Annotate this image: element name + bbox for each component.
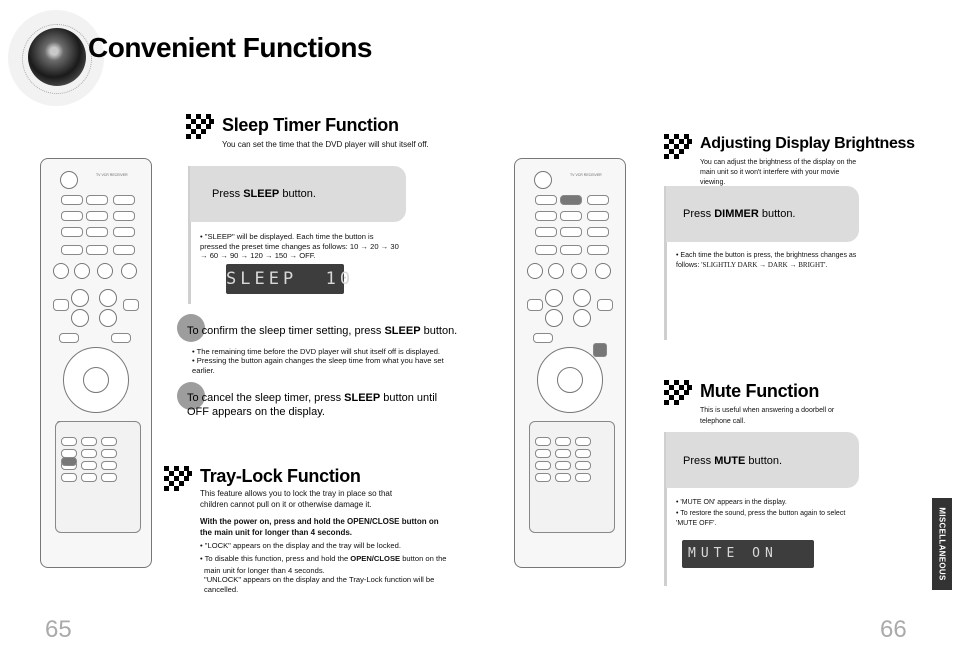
sleep-cancel-step: To cancel the sleep timer, press SLEEP b… [187,392,438,418]
traylock-note-2: • To disable this function, press and ho… [200,554,447,563]
sleep-key-highlight [61,457,77,466]
checker-pattern-icon [664,380,692,405]
mute-press-box: Press MUTE button. [666,432,859,488]
sleep-confirm-note-2: • Pressing the button again changes the … [192,356,444,375]
mute-note-2: • To restore the sound, press the button… [676,510,846,527]
remote-control-right: TV VCR RECEIVER [514,158,626,568]
sleep-note: • "SLEEP" will be displayed. Each time t… [200,232,399,261]
sleep-confirm-note-1: • The remaining time before the DVD play… [192,347,441,356]
dimmer-key-label: DIMMER [714,208,759,220]
mute-key-label: MUTE [714,455,746,467]
brightness-press-box: Press DIMMER button. [666,186,859,242]
sleep-confirm-step: To confirm the sleep timer setting, pres… [187,325,458,337]
checker-pattern-icon [664,134,692,159]
checker-pattern-icon [186,114,214,139]
traylock-instruction: With the power on, press and hold the OP… [200,517,439,537]
mute-note-1: • 'MUTE ON' appears in the display. [676,499,787,506]
page-title: Convenient Functions [88,32,373,63]
step-3-marker [177,382,205,410]
sleep-section-title: Sleep Timer Function [222,115,399,135]
checker-pattern-icon [164,466,192,491]
section-tab-miscellaneous: MISCELLANEOUS [932,498,952,590]
step-2-marker [177,314,205,342]
brightness-note: • Each time the button is press, the bri… [676,252,857,269]
mute-lcd-display: MUTE ON [682,540,814,568]
brightness-section-title: Adjusting Display Brightness [700,135,915,152]
page-number-right: 66 [880,616,907,643]
mute-key-highlight [593,343,607,357]
traylock-note-1: • "LOCK" appears on the display and the … [200,541,401,550]
page-number-left: 65 [45,616,72,643]
traylock-note-2-line2: main unit for longer than 4 seconds. [204,566,325,575]
sleep-press-box: Press SLEEP button. [190,166,406,222]
remote-control-left: TV VCR RECEIVER [40,158,152,568]
speaker-icon [8,10,104,106]
mute-section-title: Mute Function [700,381,820,401]
sleep-lcd-display: SLEEP 10 [226,264,350,294]
sleep-description: You can set the time that the DVD player… [222,140,429,149]
sleep-key-label: SLEEP [243,188,280,200]
sleep-side-bar [188,166,191,304]
traylock-description: This feature allows you to lock the tray… [200,489,393,509]
mute-description: This is useful when answering a doorbell… [700,407,835,425]
dimmer-key-highlight [560,195,582,205]
traylock-note-2-line3: "UNLOCK" appears on the display and the … [204,575,435,594]
traylock-section-title: Tray-Lock Function [200,466,361,486]
mute-side-bar [664,432,667,586]
brightness-side-bar [664,186,667,340]
brightness-description: You can adjust the brightness of the dis… [700,159,857,186]
